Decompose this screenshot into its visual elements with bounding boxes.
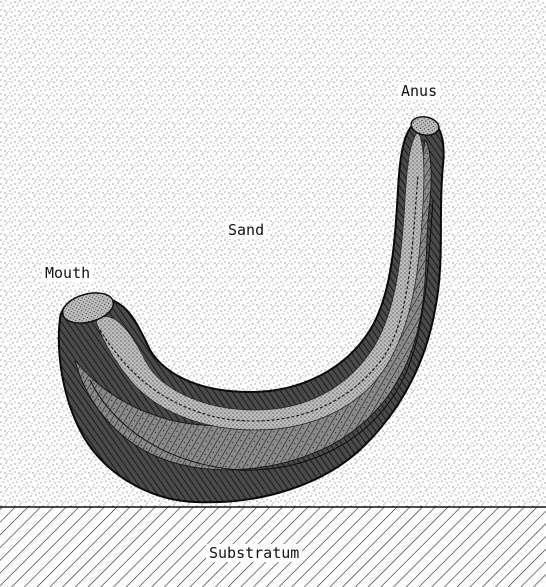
- label-anus: Anus: [398, 82, 440, 100]
- label-mouth: Mouth: [42, 264, 93, 282]
- label-substratum: Substratum: [206, 544, 302, 562]
- label-sand: Sand: [225, 221, 267, 239]
